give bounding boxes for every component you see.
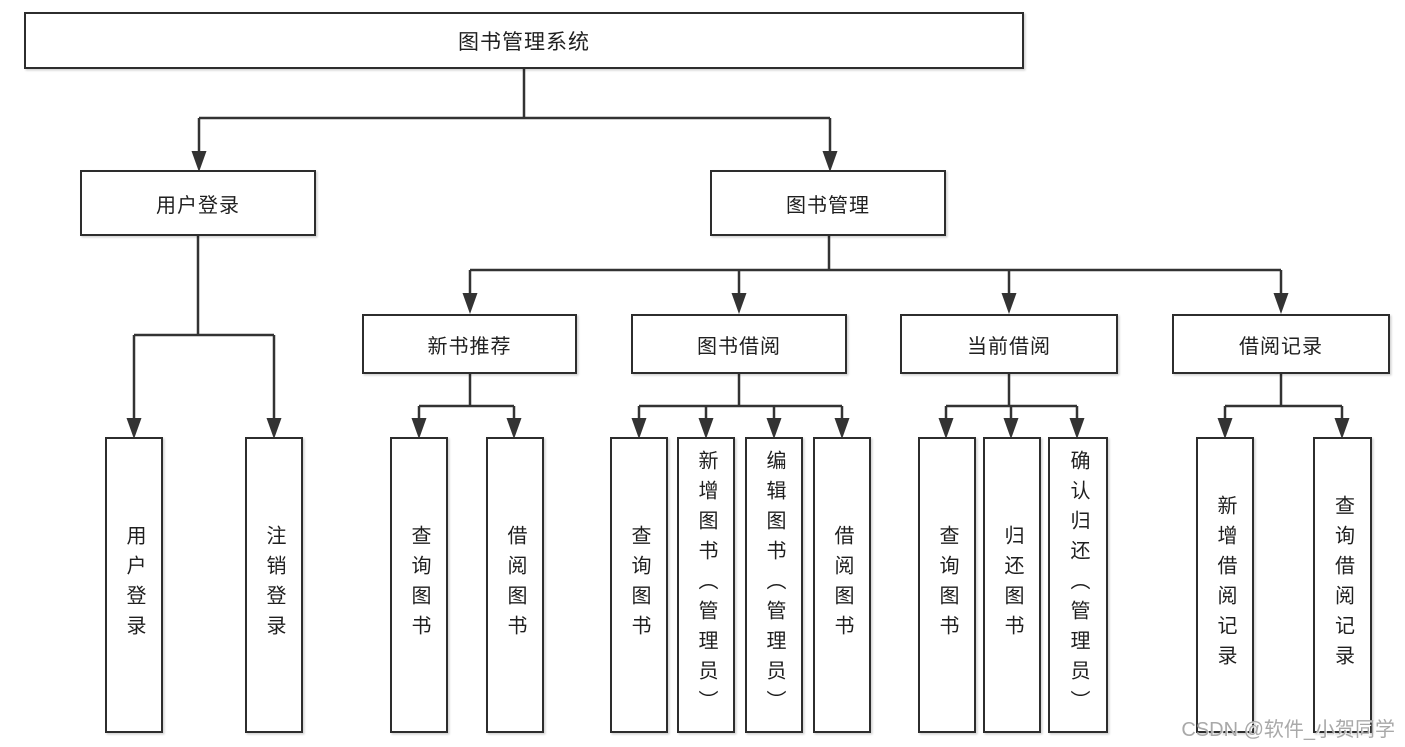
node-label: 查询图书: [936, 525, 958, 645]
node-label: 图书管理: [786, 194, 870, 217]
leaf-add-borrow-record: 新增借阅记录: [1196, 437, 1254, 733]
node-root: 图书管理系统: [24, 12, 1024, 69]
node-label: 用户登录: [156, 194, 240, 217]
node-label: 借阅图书: [504, 525, 526, 645]
leaf-borrow-books: 借阅图书: [813, 437, 871, 733]
node-label: 图书管理系统: [458, 30, 590, 54]
leaf-add-book-admin: 新增图书（管理员）: [677, 437, 735, 733]
node-label: 查询图书: [408, 525, 430, 645]
node-label: 借阅记录: [1239, 335, 1323, 358]
node-label: 注销登录: [263, 525, 285, 645]
leaf-confirm-return-admin: 确认归还（管理员）: [1048, 437, 1108, 733]
node-current-borrow: 当前借阅: [900, 314, 1118, 374]
leaf-edit-book-admin: 编辑图书（管理员）: [745, 437, 803, 733]
node-book-borrow: 图书借阅: [631, 314, 847, 374]
leaf-query-books-borrow: 查询图书: [610, 437, 668, 733]
leaf-borrow-books-recommend: 借阅图书: [486, 437, 544, 733]
watermark-text: CSDN @软件_小贺同学: [1181, 719, 1395, 741]
node-label: 借阅图书: [831, 525, 853, 645]
node-label: 确认归还（管理员）: [1067, 450, 1089, 720]
leaf-user-login: 用户登录: [105, 437, 163, 733]
node-label: 查询借阅记录: [1331, 495, 1354, 675]
node-label: 编辑图书（管理员）: [763, 450, 785, 720]
node-label: 新增图书（管理员）: [695, 450, 717, 720]
node-label: 归还图书: [1001, 525, 1023, 645]
node-label: 用户登录: [123, 525, 145, 645]
node-label: 新书推荐: [427, 335, 512, 358]
node-label: 新增借阅记录: [1214, 495, 1236, 675]
node-new-book-recommend: 新书推荐: [362, 314, 577, 374]
node-label: 当前借阅: [967, 335, 1051, 358]
leaf-logout: 注销登录: [245, 437, 303, 733]
leaf-return-book: 归还图书: [983, 437, 1041, 733]
leaf-query-borrow-record: 查询借阅记录: [1313, 437, 1372, 733]
node-borrow-records: 借阅记录: [1172, 314, 1390, 374]
node-user-login: 用户登录: [80, 170, 316, 236]
leaf-query-books-recommend: 查询图书: [390, 437, 448, 733]
node-book-management: 图书管理: [710, 170, 946, 236]
node-label: 查询图书: [628, 525, 650, 645]
leaf-query-books-current: 查询图书: [918, 437, 976, 733]
node-label: 图书借阅: [697, 335, 781, 358]
